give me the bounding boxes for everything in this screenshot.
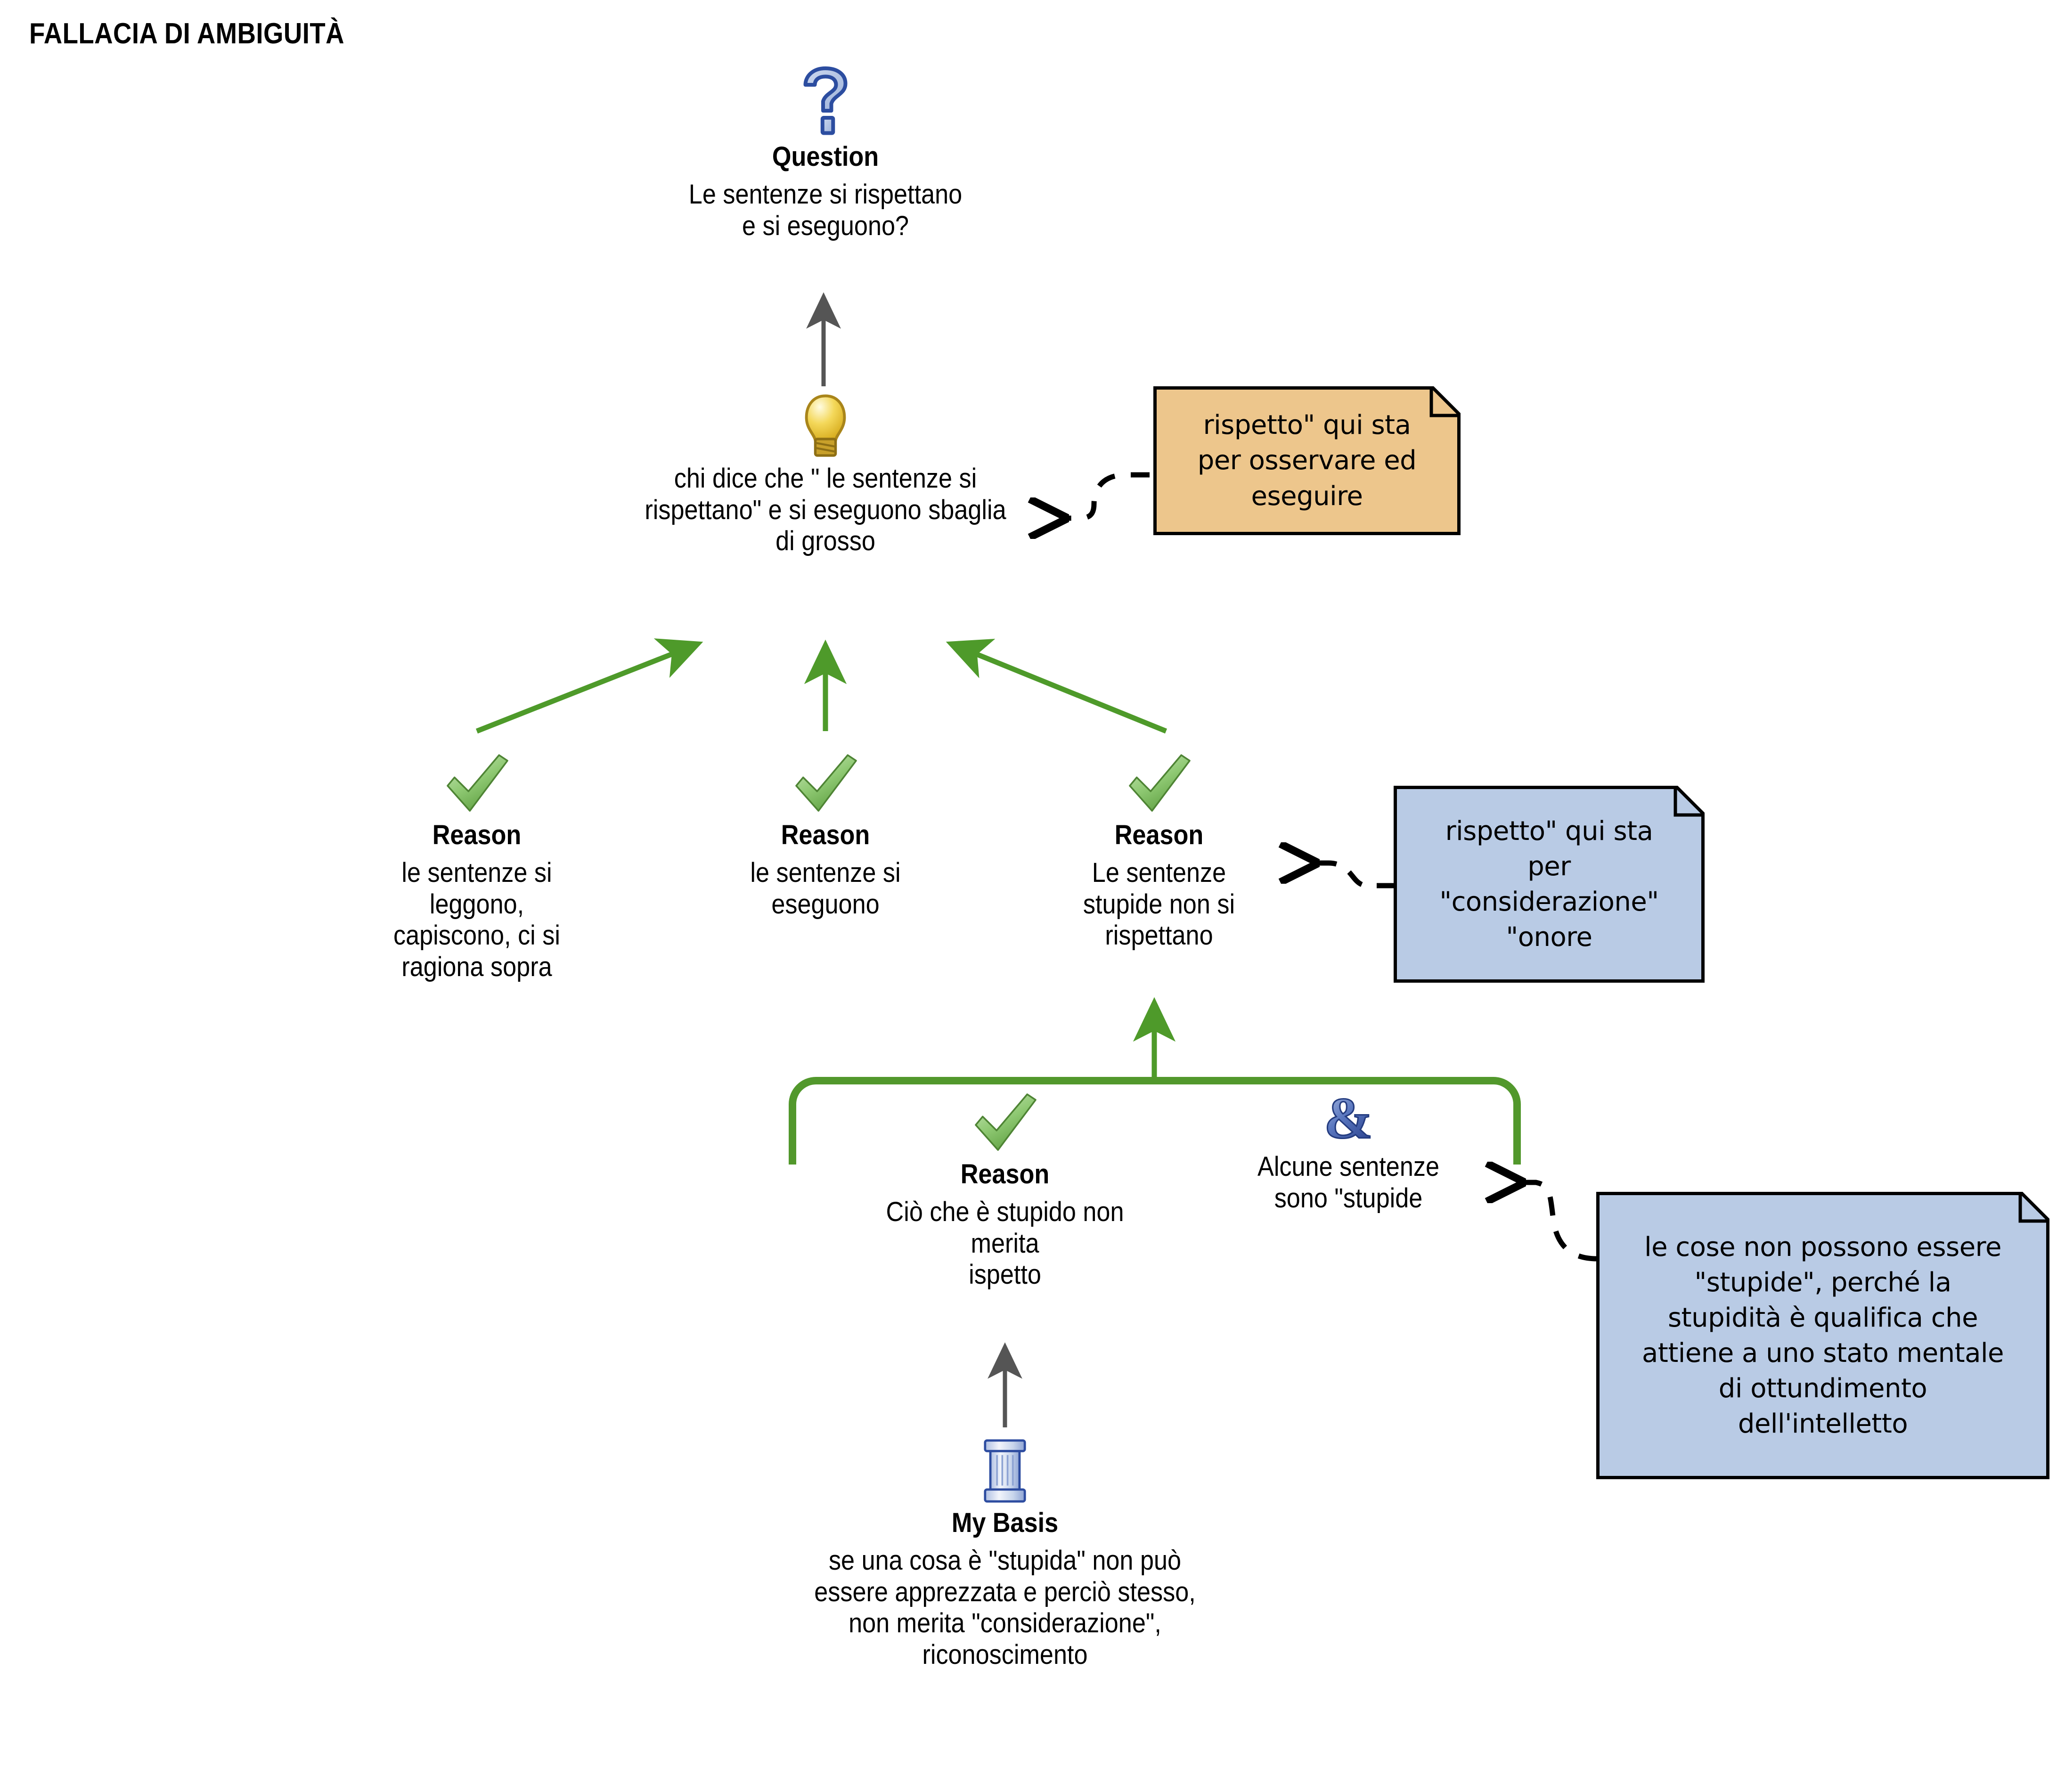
node-reason-1[interactable]: Reason le sentenze si leggono, capiscono… xyxy=(312,754,642,983)
note-rispetto-considerazione[interactable]: rispetto" qui sta per "considerazione" "… xyxy=(1394,786,1705,983)
note-fold-corner xyxy=(1675,786,1705,815)
node-body-text: Alcune sentenze sono "stupide xyxy=(1257,1151,1439,1214)
connector-reason3-to-contention xyxy=(946,639,1167,734)
lightbulb-icon xyxy=(547,393,1103,459)
node-kind-label: Reason xyxy=(781,820,870,850)
node-reason-2[interactable]: Reason le sentenze si eseguono xyxy=(672,754,979,920)
connector-note-blue-2 xyxy=(1521,1182,1598,1262)
note-cose-stupide[interactable]: le cose non possono essere "stupide", pe… xyxy=(1596,1192,2049,1479)
node-question[interactable]: Question Le sentenze si rispettano e si … xyxy=(578,66,1073,242)
green-check-icon xyxy=(312,754,642,815)
ampersand-icon: & xyxy=(1202,1085,1494,1151)
note-text: le cose non possono essere "stupide", pe… xyxy=(1642,1231,2004,1440)
node-body-text: le sentenze si eseguono xyxy=(750,857,901,920)
node-kind-label: Reason xyxy=(960,1159,1050,1189)
node-body-text: le sentenze si leggono, capiscono, ci si… xyxy=(393,857,560,983)
node-kind-label: Question xyxy=(772,141,879,172)
node-contention[interactable]: chi dice che " le sentenze si rispettano… xyxy=(547,393,1103,557)
column-icon xyxy=(739,1439,1271,1503)
node-body-text: Ciò che è stupido non merita ispetto xyxy=(886,1197,1124,1290)
co-premise-group-bracket xyxy=(789,1077,1521,1165)
node-body-text: Le sentenze stupide non si rispettano xyxy=(1083,857,1235,951)
note-text: rispetto" qui sta per osservare ed esegu… xyxy=(1197,410,1417,512)
green-check-icon xyxy=(1004,754,1314,815)
node-kind-label: My Basis xyxy=(951,1507,1059,1538)
node-body-text: se una cosa è "stupida" non può essere a… xyxy=(814,1545,1196,1670)
node-co-premise[interactable]: & Alcune sentenze sono "stupide xyxy=(1202,1085,1494,1214)
note-fold-corner xyxy=(1431,386,1461,415)
node-body-text: chi dice che " le sentenze si rispettano… xyxy=(645,463,1006,557)
node-kind-label: Reason xyxy=(1114,820,1204,850)
connector-note-blue-1 xyxy=(1314,863,1395,888)
svg-text:&: & xyxy=(1326,1091,1371,1148)
node-reason-4[interactable]: Reason Ciò che è stupido non merita ispe… xyxy=(798,1093,1212,1291)
node-reason-3[interactable]: Reason Le sentenze stupide non si rispet… xyxy=(1004,754,1314,952)
node-kind-label: Reason xyxy=(432,820,522,850)
node-body-text: Le sentenze si rispettano e si eseguono? xyxy=(688,179,963,241)
note-fold-corner xyxy=(2020,1192,2049,1221)
note-text: rispetto" qui sta per "considerazione" "… xyxy=(1439,815,1659,953)
question-mark-icon xyxy=(578,66,1073,137)
node-my-basis[interactable]: My Basis se una cosa è "stupida" non può… xyxy=(739,1439,1271,1671)
note-rispetto-osservare[interactable]: rispetto" qui sta per osservare ed esegu… xyxy=(1153,386,1461,535)
connector-reason1-to-contention xyxy=(475,638,703,734)
page-title: FALLACIA DI AMBIGUITÀ xyxy=(29,17,344,50)
green-check-icon xyxy=(672,754,979,815)
green-check-icon xyxy=(798,1093,1212,1154)
